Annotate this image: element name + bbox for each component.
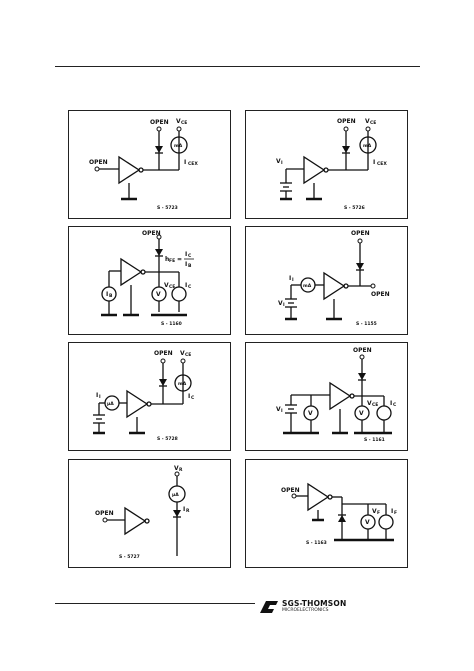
if-label: I bbox=[391, 508, 393, 515]
v-meter-label: V bbox=[308, 410, 313, 417]
st-logo bbox=[260, 601, 278, 613]
circuit-diagram: OPEN V CE mA μA I I I C S - 5728 bbox=[93, 350, 195, 442]
ma-label: mA bbox=[303, 283, 312, 289]
circuit-code: S - 1160 bbox=[161, 321, 182, 327]
circuit-code: S - 1163 bbox=[306, 540, 327, 546]
icex-sub: CEX bbox=[377, 161, 387, 167]
hfe-equals: = bbox=[177, 256, 182, 263]
vi-sub: I bbox=[281, 408, 283, 414]
footer-rule bbox=[55, 603, 255, 604]
test-circuit-icex-open-input: OPEN OPEN V CE mA I CEX S - 5723 bbox=[68, 110, 231, 219]
ii-label: I bbox=[289, 275, 291, 282]
brand-name: SGS-THOMSON bbox=[282, 599, 347, 608]
test-circuit-icex-vi-input: OPEN V CE mA I CEX V I S - 5726 bbox=[245, 110, 408, 219]
vr-label: V bbox=[174, 465, 179, 472]
v-meter-label: V bbox=[359, 410, 364, 417]
test-circuit-ii-open-output: OPEN OPEN mA I I V I S - 1155 bbox=[245, 226, 408, 335]
header-rule bbox=[55, 66, 420, 67]
frac-den: I bbox=[185, 261, 187, 268]
ib-sub: B bbox=[109, 293, 113, 299]
icex-label: I bbox=[373, 159, 375, 166]
vi-sub: I bbox=[281, 160, 283, 166]
hfe-sub: FE bbox=[169, 258, 175, 264]
frac-num-sub: C bbox=[188, 253, 192, 259]
ii-sub: I bbox=[292, 277, 294, 283]
open-label: OPEN bbox=[337, 118, 356, 125]
circuit-code: S - 1155 bbox=[356, 321, 377, 327]
vi-label: V bbox=[276, 158, 281, 165]
ir-label: I bbox=[183, 506, 185, 513]
vi-sub: I bbox=[283, 302, 285, 308]
circuit-diagram: OPEN V V F I F S - 1163 bbox=[281, 482, 397, 546]
ic-sub: C bbox=[191, 395, 195, 401]
ic-sub: C bbox=[393, 402, 397, 408]
ma-label: mA bbox=[174, 143, 183, 149]
ii-label: I bbox=[96, 392, 98, 399]
open-label: OPEN bbox=[281, 487, 300, 494]
open-label: OPEN bbox=[150, 119, 169, 126]
circuit-code: S - 5728 bbox=[157, 436, 178, 442]
circuit-code: S - 1161 bbox=[364, 437, 385, 443]
circuit-diagram: OPEN V R μA I R S - 5727 bbox=[95, 465, 190, 560]
vr-sub: R bbox=[179, 467, 183, 473]
test-circuit-vce-sat: OPEN V I V V V CE I C S - 1161 bbox=[245, 342, 408, 451]
frac-den-sub: B bbox=[188, 263, 192, 269]
test-circuit-hfe: OPEN h FE = I C I B I B V V CE I C S - 1… bbox=[68, 226, 231, 335]
v-meter-label: V bbox=[156, 291, 161, 298]
ib-label: I bbox=[106, 291, 108, 298]
ma-label: mA bbox=[363, 143, 372, 149]
frac-num: I bbox=[185, 251, 187, 258]
ua-label: μA bbox=[107, 401, 114, 407]
vce-sub: CE bbox=[181, 120, 187, 126]
test-circuit-vf: OPEN V V F I F S - 1163 bbox=[245, 459, 408, 568]
circuit-code: S - 5727 bbox=[119, 554, 140, 560]
circuit-diagram: OPEN OPEN mA I I V I S - 1155 bbox=[278, 230, 390, 327]
icex-label: I bbox=[184, 159, 186, 166]
brand-subtitle: MICROELECTRONICS bbox=[282, 608, 329, 613]
vce-label: V bbox=[176, 118, 181, 125]
open-label: OPEN bbox=[154, 350, 173, 357]
vce-label: V bbox=[180, 350, 185, 357]
vce-sub: CE bbox=[169, 284, 175, 290]
circuit-diagram: OPEN OPEN V CE mA I CEX S - 5723 bbox=[89, 118, 198, 211]
open-label: OPEN bbox=[371, 291, 390, 298]
open-label: OPEN bbox=[353, 347, 372, 354]
open-label: OPEN bbox=[95, 510, 114, 517]
vce-sub: CE bbox=[185, 352, 191, 358]
circuit-code: S - 5726 bbox=[344, 205, 365, 211]
circuit-diagram: OPEN h FE = I C I B I B V V CE I C S - 1… bbox=[101, 230, 194, 327]
test-circuit-ir: OPEN V R μA I R S - 5727 bbox=[68, 459, 231, 568]
vf-label: V bbox=[372, 508, 377, 515]
v-meter-label: V bbox=[365, 519, 370, 526]
vf-sub: F bbox=[377, 510, 380, 516]
vce-sub: CE bbox=[370, 120, 376, 126]
ic-label: I bbox=[188, 393, 190, 400]
circuit-diagram: OPEN V I V V V CE I C S - 1161 bbox=[276, 347, 397, 443]
ir-sub: R bbox=[186, 508, 190, 514]
ii-sub: I bbox=[99, 394, 101, 400]
open-label: OPEN bbox=[351, 230, 370, 237]
open-label: OPEN bbox=[142, 230, 161, 237]
ic-sub: C bbox=[188, 284, 192, 290]
ic-label: I bbox=[185, 282, 187, 289]
hfe-label: h bbox=[165, 256, 169, 263]
vi-label: V bbox=[278, 300, 283, 307]
ma-label: mA bbox=[178, 381, 187, 387]
if-sub: F bbox=[394, 510, 397, 516]
vce-label: V bbox=[365, 118, 370, 125]
vce-label: V bbox=[367, 400, 372, 407]
circuit-code: S - 5723 bbox=[157, 205, 178, 211]
test-circuit-ii-icex: OPEN V CE mA μA I I I C S - 5728 bbox=[68, 342, 231, 451]
open-label: OPEN bbox=[89, 159, 108, 166]
vce-label: V bbox=[164, 282, 169, 289]
vi-label: V bbox=[276, 406, 281, 413]
vce-sub: CE bbox=[372, 402, 378, 408]
ic-label: I bbox=[390, 400, 392, 407]
icex-sub: CEX bbox=[188, 161, 198, 167]
circuit-diagram: OPEN V CE mA I CEX V I S - 5726 bbox=[276, 118, 387, 211]
ua-label: μA bbox=[172, 492, 179, 498]
